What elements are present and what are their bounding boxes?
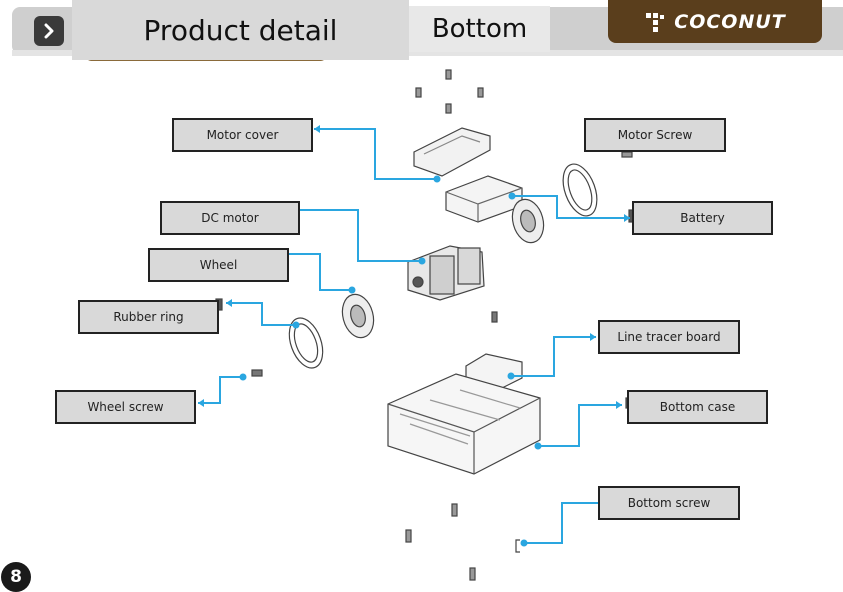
label-bottom-case: Bottom case <box>627 390 768 424</box>
label-wheel: Wheel <box>148 248 289 282</box>
bottom-case-part <box>387 373 541 475</box>
header-shadow <box>12 50 843 56</box>
right-rubber-ring-part <box>562 163 598 217</box>
label-line-tracer-board: Line tracer board <box>598 320 740 354</box>
leader-battery <box>512 195 630 219</box>
motor-cover-part <box>413 127 491 177</box>
logo-text: COCONUT <box>674 10 786 33</box>
label-motor-cover: Motor cover <box>172 118 313 152</box>
section-title: Bottom <box>409 6 550 52</box>
label-motor-screw: Motor Screw <box>584 118 726 152</box>
next-button[interactable] <box>34 16 64 46</box>
page-title: Product detail <box>72 0 409 60</box>
leader-motor-cover <box>314 128 437 180</box>
leader-dc-motor <box>300 209 422 262</box>
leader-wheel-screw <box>198 376 243 404</box>
leader-bottom-case <box>538 404 622 447</box>
leader-bottom-screw <box>524 502 598 544</box>
brand-logo: COCONUT <box>608 0 822 43</box>
leader-lines <box>198 125 630 547</box>
label-rubber-ring: Rubber ring <box>78 300 219 334</box>
chevron-right-icon <box>44 23 54 39</box>
label-dc-motor: DC motor <box>160 201 300 235</box>
label-wheel-screw: Wheel screw <box>55 390 196 424</box>
leader-rubber-ring <box>226 302 296 326</box>
motor-screw-part <box>621 151 633 158</box>
page-number-badge: 8 <box>1 562 31 592</box>
left-rubber-ring-part <box>288 317 324 369</box>
label-bottom-screw: Bottom screw <box>598 486 740 520</box>
leader-line-tracer-board <box>511 336 596 377</box>
coconut-logo-icon <box>646 12 665 32</box>
label-battery: Battery <box>632 201 773 235</box>
parts-drawing <box>215 69 636 581</box>
leader-wheel <box>289 253 352 291</box>
top-screws-icon <box>415 69 484 114</box>
